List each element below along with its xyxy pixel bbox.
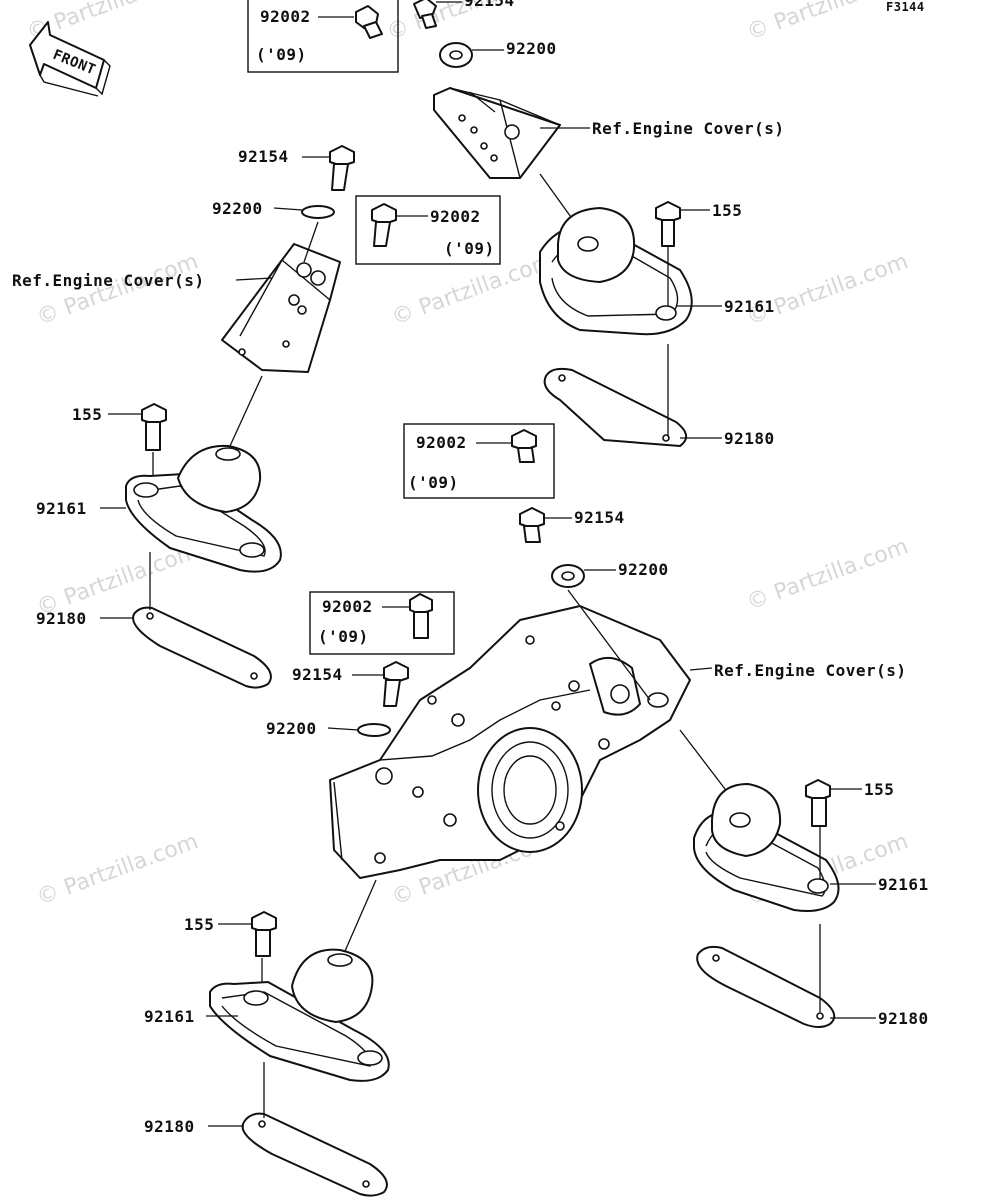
engine-mount-icon — [125, 444, 282, 573]
callout-92161: 92161 — [724, 297, 775, 316]
bolt-icon — [511, 429, 537, 463]
engine-bracket-icon — [221, 243, 341, 373]
callout-92154: 92154 — [292, 665, 343, 684]
engine-mount-icon — [693, 783, 840, 912]
callout-92002: 92002 — [322, 597, 373, 616]
callout-year: ('09) — [444, 239, 495, 258]
callout-box — [355, 195, 501, 265]
gasket-icon — [241, 1112, 388, 1197]
callout-ref-engine-cover: Ref.Engine Cover(s) — [592, 119, 785, 138]
callout-year: ('09) — [256, 45, 307, 64]
gasket-icon — [132, 606, 272, 689]
callout-155: 155 — [864, 780, 894, 799]
callout-92200: 92200 — [212, 199, 263, 218]
engine-mount-icon — [209, 948, 390, 1082]
callout-92002: 92002 — [260, 7, 311, 26]
callout-92180: 92180 — [878, 1009, 929, 1028]
gasket-icon — [696, 945, 836, 1028]
callout-92154: 92154 — [574, 508, 625, 527]
figure-code: F3144 — [886, 0, 925, 14]
bolt-icon — [519, 507, 545, 543]
engine-cover-icon — [329, 605, 691, 879]
callout-92180: 92180 — [36, 609, 87, 628]
callout-155: 155 — [72, 405, 102, 424]
engine-mount-icon — [539, 207, 693, 336]
bolt-icon — [383, 661, 409, 707]
watermark: © Partzilla.com — [744, 534, 912, 616]
engine-bracket-icon — [433, 87, 561, 179]
callout-92002: 92002 — [416, 433, 467, 452]
callout-92200: 92200 — [618, 560, 669, 579]
callout-box — [309, 591, 455, 655]
callout-92161: 92161 — [36, 499, 87, 518]
bolt-icon — [413, 0, 437, 29]
callout-155: 155 — [184, 915, 214, 934]
watermark: © Partzilla.com — [744, 249, 912, 331]
callout-92002: 92002 — [430, 207, 481, 226]
bolt-icon — [329, 145, 355, 191]
callout-year: ('09) — [318, 627, 369, 646]
washer-icon — [551, 564, 585, 588]
callout-92200: 92200 — [506, 39, 557, 58]
bolt-icon — [251, 911, 277, 957]
callout-92154: 92154 — [464, 0, 515, 10]
callout-ref-engine-cover: Ref.Engine Cover(s) — [714, 661, 907, 680]
washer-icon — [301, 205, 335, 219]
callout-box — [403, 423, 555, 499]
washer-icon — [357, 723, 391, 737]
callout-box — [247, 0, 399, 73]
callout-92200: 92200 — [266, 719, 317, 738]
bolt-icon — [805, 779, 831, 827]
bolt-icon — [655, 201, 681, 247]
callout-year: ('09) — [408, 473, 459, 492]
washer-icon — [439, 42, 473, 68]
watermark: © Partzilla.com — [34, 829, 202, 911]
callout-92161: 92161 — [878, 875, 929, 894]
front-arrow-icon: FRONT — [29, 21, 111, 97]
callout-155: 155 — [712, 201, 742, 220]
callout-92154: 92154 — [238, 147, 289, 166]
bolt-icon — [409, 593, 433, 639]
callout-92161: 92161 — [144, 1007, 195, 1026]
gasket-icon — [543, 367, 687, 447]
watermark: © Partzilla.com — [389, 249, 557, 331]
bolt-icon — [371, 203, 397, 247]
bolt-icon — [355, 5, 383, 39]
callout-92180: 92180 — [724, 429, 775, 448]
bolt-icon — [141, 403, 167, 451]
callout-92180: 92180 — [144, 1117, 195, 1136]
callout-ref-engine-cover: Ref.Engine Cover(s) — [12, 271, 205, 290]
